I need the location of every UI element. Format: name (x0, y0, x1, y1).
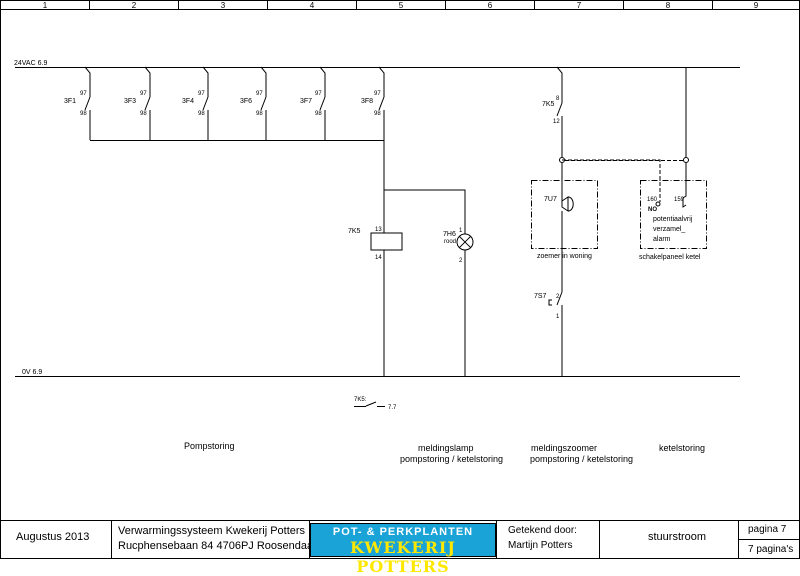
column-label-8: 8 (666, 1, 671, 10)
fuse-3f7-terminal-top: 97 (315, 91, 322, 97)
column-label-7: 7 (577, 1, 582, 10)
section-ketelstoring: ketelstoring (659, 443, 705, 453)
junction-right (684, 158, 689, 163)
button-7s7-terminal-bottom: 1 (556, 314, 560, 320)
schematic-sheet: 1 2 3 4 5 6 7 8 9 24VAC 6.9 0V 6.9 3F1 9… (0, 0, 800, 559)
fuse-3f1-terminal-bottom: 98 (80, 111, 87, 117)
panel-text-line2: verzamel_ (653, 226, 685, 233)
titleblock-pages: 7 pagina's (748, 544, 793, 556)
fuse-3f7-terminal-bottom: 98 (315, 111, 322, 117)
buzzer-enclosure (532, 181, 598, 249)
panel-no-label: NO (648, 207, 657, 213)
column-label-2: 2 (132, 1, 137, 10)
column-label-1: 1 (43, 1, 48, 10)
buzzer-7u7-symbol (562, 197, 568, 211)
rail-0v-label: 0V 6.9 (22, 369, 42, 376)
lamp-terminal-bottom: 2 (459, 258, 463, 264)
titleblock-project-line2: Rucphensebaan 84 4706PJ Roosendaal (118, 540, 316, 552)
fuse-3f7-label: 3F7 (300, 98, 312, 105)
relay-7k5-label: 7K5 (348, 228, 361, 235)
fuse-3f4-terminal-bottom: 98 (198, 111, 205, 117)
titleblock-drawn-by: Martijn Potters (508, 540, 572, 552)
section-pompstoring: Pompstoring (184, 441, 235, 451)
button-7s7-label: 7S7 (534, 293, 547, 300)
panel-terminal-160: 160 (647, 197, 658, 203)
company-logo: POT- & PERKPLANTEN KWEKERIJ POTTERS (310, 523, 496, 557)
relay-7k5-terminal-bottom: 14 (375, 255, 382, 261)
contact-7k5-label: 7K5 (542, 101, 555, 108)
panel-contacts (562, 160, 686, 207)
contact-7k5-terminal-bottom: 12 (553, 119, 560, 125)
column-label-9: 9 (754, 1, 759, 10)
panel-caption: schakelpaneel ketel (639, 254, 701, 261)
column-label-3: 3 (221, 1, 226, 10)
panel-enclosure (641, 181, 707, 249)
contact-7k5-terminal-top: 8 (556, 96, 560, 102)
titleblock-drawn-label: Getekend door: (508, 525, 577, 537)
fuse-3f6-terminal-bottom: 98 (256, 111, 263, 117)
fuse-3f3-terminal-top: 97 (140, 91, 147, 97)
lamp-7h6-color: rood (444, 239, 456, 245)
column-label-5: 5 (399, 1, 404, 10)
relay-7k5-terminal-top: 13 (375, 227, 382, 233)
fuse-3f4-terminal-top: 97 (198, 91, 205, 97)
logo-tagline: POT- & PERKPLANTEN (311, 526, 495, 538)
buzzer-caption: zoemer in woning (537, 253, 592, 260)
fuse-3f8-label: 3F8 (361, 98, 373, 105)
titleblock-project-line1: Verwarmingssysteem Kwekerij Potters (118, 525, 305, 537)
titleblock-sheet-title: stuurstroom (648, 531, 706, 543)
logo-name: KWEKERIJ POTTERS (311, 538, 495, 576)
fuse-3f6-label: 3F6 (240, 98, 252, 105)
section-meldingszoomer: meldingszoomer (531, 443, 597, 453)
fuse-3f4-label: 3F4 (182, 98, 194, 105)
relay-branch (371, 140, 473, 376)
rail-24vac-label: 24VAC 6.9 (14, 60, 47, 67)
fuse-3f1-terminal-top: 97 (80, 91, 87, 97)
fuse-3f3-terminal-bottom: 98 (140, 111, 147, 117)
lamp-terminal-top: 1 (459, 228, 463, 234)
xref-ref: 7.7 (388, 405, 397, 411)
buzzer-7u7-label: 7U7 (544, 196, 557, 203)
fuse-3f8-terminal-bottom: 98 (374, 111, 381, 117)
fuse-3f6-terminal-top: 97 (256, 91, 263, 97)
relay-7k5-coil (371, 233, 402, 250)
fuse-3f1-label: 3F1 (64, 98, 76, 105)
column-label-6: 6 (488, 1, 493, 10)
section-meldingslamp-sub: pompstoring / ketelstoring (400, 454, 503, 464)
schematic-drawing: 1 2 3 4 5 6 7 8 9 24VAC 6.9 0V 6.9 3F1 9… (0, 0, 800, 559)
section-meldingslamp: meldingslamp (418, 443, 474, 453)
section-meldingszoomer-sub: pompstoring / ketelstoring (530, 454, 633, 464)
sheet-border (1, 1, 800, 559)
column-label-4: 4 (310, 1, 315, 10)
titleblock-date: Augustus 2013 (16, 531, 89, 543)
titleblock-page: pagina 7 (748, 524, 786, 536)
lamp-7h6-label: 7H6 (443, 231, 456, 238)
fuse-3f3-label: 3F3 (124, 98, 136, 105)
panel-text-line3: alarm (653, 236, 671, 243)
panel-text-line1: potentiaalvrij (653, 216, 693, 223)
xref-7k5-label: 7K5: (354, 397, 367, 403)
panel-terminal-159: 159 (674, 197, 685, 203)
fuse-3f8-terminal-top: 97 (374, 91, 381, 97)
